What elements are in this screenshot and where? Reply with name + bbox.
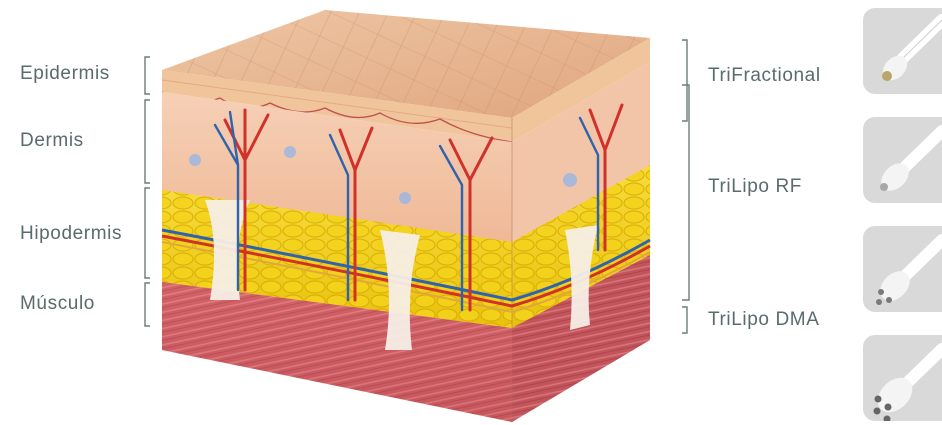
probe-icon-large <box>863 335 942 421</box>
probe-tile-trilipo-rf <box>863 117 942 203</box>
probe-icon-dma <box>863 226 942 312</box>
probe-tile-trifractional <box>863 8 942 94</box>
right-brackets <box>677 0 697 425</box>
label-epidermis: Epidermis <box>20 63 110 85</box>
label-trifractional: TriFractional <box>708 65 821 87</box>
probe-tile-trilipo-dma <box>863 226 942 312</box>
label-trilipo-rf: TriLipo RF <box>708 176 802 198</box>
label-musculo: Músculo <box>20 293 95 315</box>
probe-icon-fractional <box>863 8 942 94</box>
label-hipodermis: Hipodermis <box>20 223 122 245</box>
skin-cross-section-illustration <box>150 0 680 425</box>
probe-tile-large <box>863 335 942 421</box>
label-dermis: Dermis <box>20 130 84 152</box>
probe-icon-rf <box>863 117 942 203</box>
label-trilipo-dma: TriLipo DMA <box>708 309 819 331</box>
